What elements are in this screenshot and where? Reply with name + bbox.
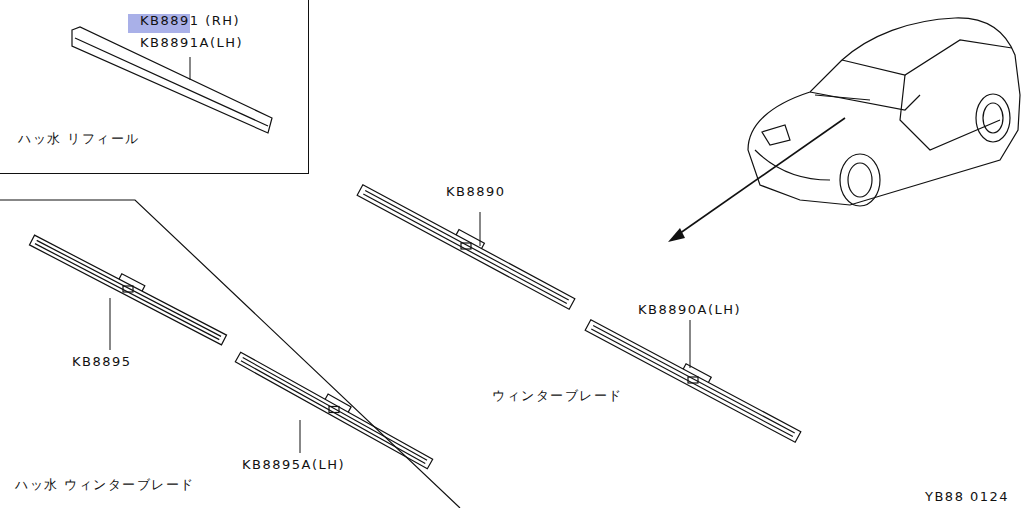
refill-strip xyxy=(72,27,272,133)
refill-line xyxy=(75,38,268,126)
part-number: KB8895A(LH) xyxy=(242,457,345,473)
diagram-code: YB88 0124 xyxy=(925,489,1009,505)
leader-lines xyxy=(110,57,690,453)
group-boundary xyxy=(0,200,460,508)
wiper-blade xyxy=(585,320,801,443)
wiper-blade xyxy=(29,235,226,345)
part-number: KB8890 xyxy=(446,184,506,200)
part-name: ハッ水 リフィール xyxy=(18,131,140,147)
arrow-head xyxy=(668,228,685,242)
inset-frame: KB8891 (RH) KB8891A(LH) ハッ水 リフィール xyxy=(0,0,309,174)
wiper-blade xyxy=(235,352,432,469)
direction-arrow xyxy=(676,118,845,236)
part-name: ウィンターブレード xyxy=(492,388,623,404)
part-number: KB8890A(LH) xyxy=(638,302,741,318)
part-number: KB8895 xyxy=(72,354,132,370)
wiper-blade xyxy=(357,185,575,310)
car-sketch xyxy=(748,18,1020,206)
wiper-blades xyxy=(29,27,800,469)
part-name: ハッ水 ウィンターブレード xyxy=(15,477,195,493)
part-number: KB8891A(LH) xyxy=(140,35,243,51)
part-number: KB8891 (RH) xyxy=(140,13,240,29)
